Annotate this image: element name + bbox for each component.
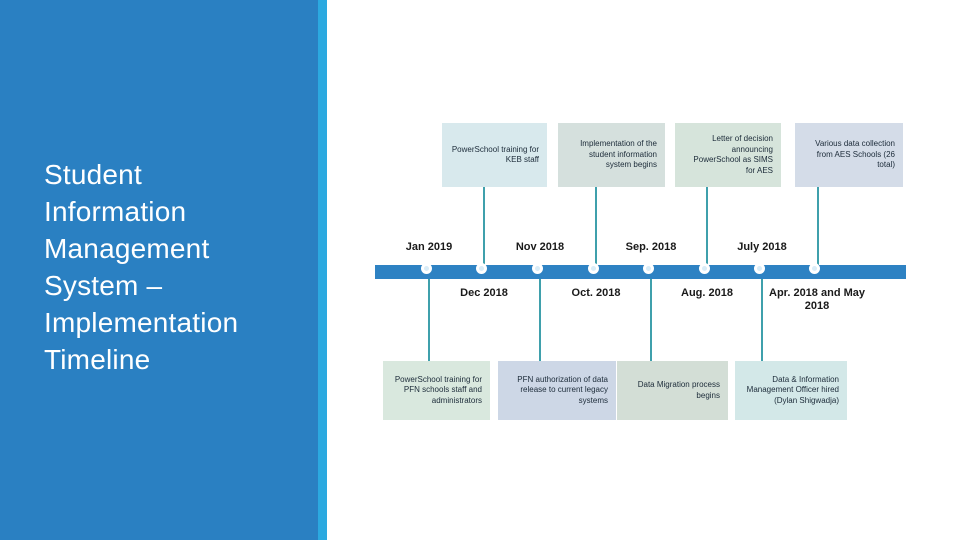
date-label: Dec 2018 [460, 287, 508, 299]
milestone-circle [421, 263, 432, 274]
connector-line [817, 186, 819, 266]
milestone-circle [809, 263, 820, 274]
date-label: Sep. 2018 [625, 241, 677, 253]
connector-line [650, 279, 652, 361]
event-label: Data & Information Management Officer hi… [746, 374, 839, 405]
event-label: Data Migration process begins [637, 380, 720, 400]
connector-line [483, 186, 485, 266]
event-box: Data Migration process begins [617, 361, 728, 420]
event-label: PFN authorization of data release to cur… [517, 374, 608, 405]
title-panel [0, 0, 318, 540]
event-box: Data & Information Management Officer hi… [735, 361, 847, 420]
event-box: Various data collection from AES Schools… [795, 123, 903, 187]
timeline-bar [375, 265, 906, 279]
event-box: Letter of decision announcing PowerSchoo… [675, 123, 781, 187]
date-label: Nov 2018 [515, 241, 565, 253]
event-label: PowerSchool training for PFN schools sta… [394, 374, 482, 405]
date-label: Aug. 2018 [681, 287, 733, 299]
date-label: Apr. 2018 and May 2018 [769, 287, 865, 312]
connector-line [539, 279, 541, 361]
connector-line [595, 186, 597, 266]
milestone-circle [588, 263, 599, 274]
event-box: Implementation of the student informatio… [558, 123, 665, 187]
date-label: Oct. 2018 [571, 287, 621, 299]
event-box: PowerSchool training for KEB staff [442, 123, 547, 187]
milestone-circle [643, 263, 654, 274]
connector-line [761, 279, 763, 361]
milestone-circle [532, 263, 543, 274]
slide-title: Student Information Management System – … [44, 159, 239, 375]
milestone-circle [754, 263, 765, 274]
milestone-circle [699, 263, 710, 274]
event-label: PowerSchool training for KEB staff [451, 144, 539, 165]
date-label: Jan 2019 [405, 241, 453, 253]
milestone-circle [476, 263, 487, 274]
date-label: July 2018 [737, 241, 787, 253]
connector-line [428, 279, 430, 361]
event-label: Various data collection from AES Schools… [815, 139, 895, 170]
event-label: Implementation of the student informatio… [580, 139, 657, 170]
event-box: PowerSchool training for PFN schools sta… [383, 361, 490, 420]
event-box: PFN authorization of data release to cur… [498, 361, 616, 420]
accent-strip [318, 0, 327, 540]
connector-line [706, 186, 708, 266]
event-label: Letter of decision announcing PowerSchoo… [693, 134, 773, 175]
